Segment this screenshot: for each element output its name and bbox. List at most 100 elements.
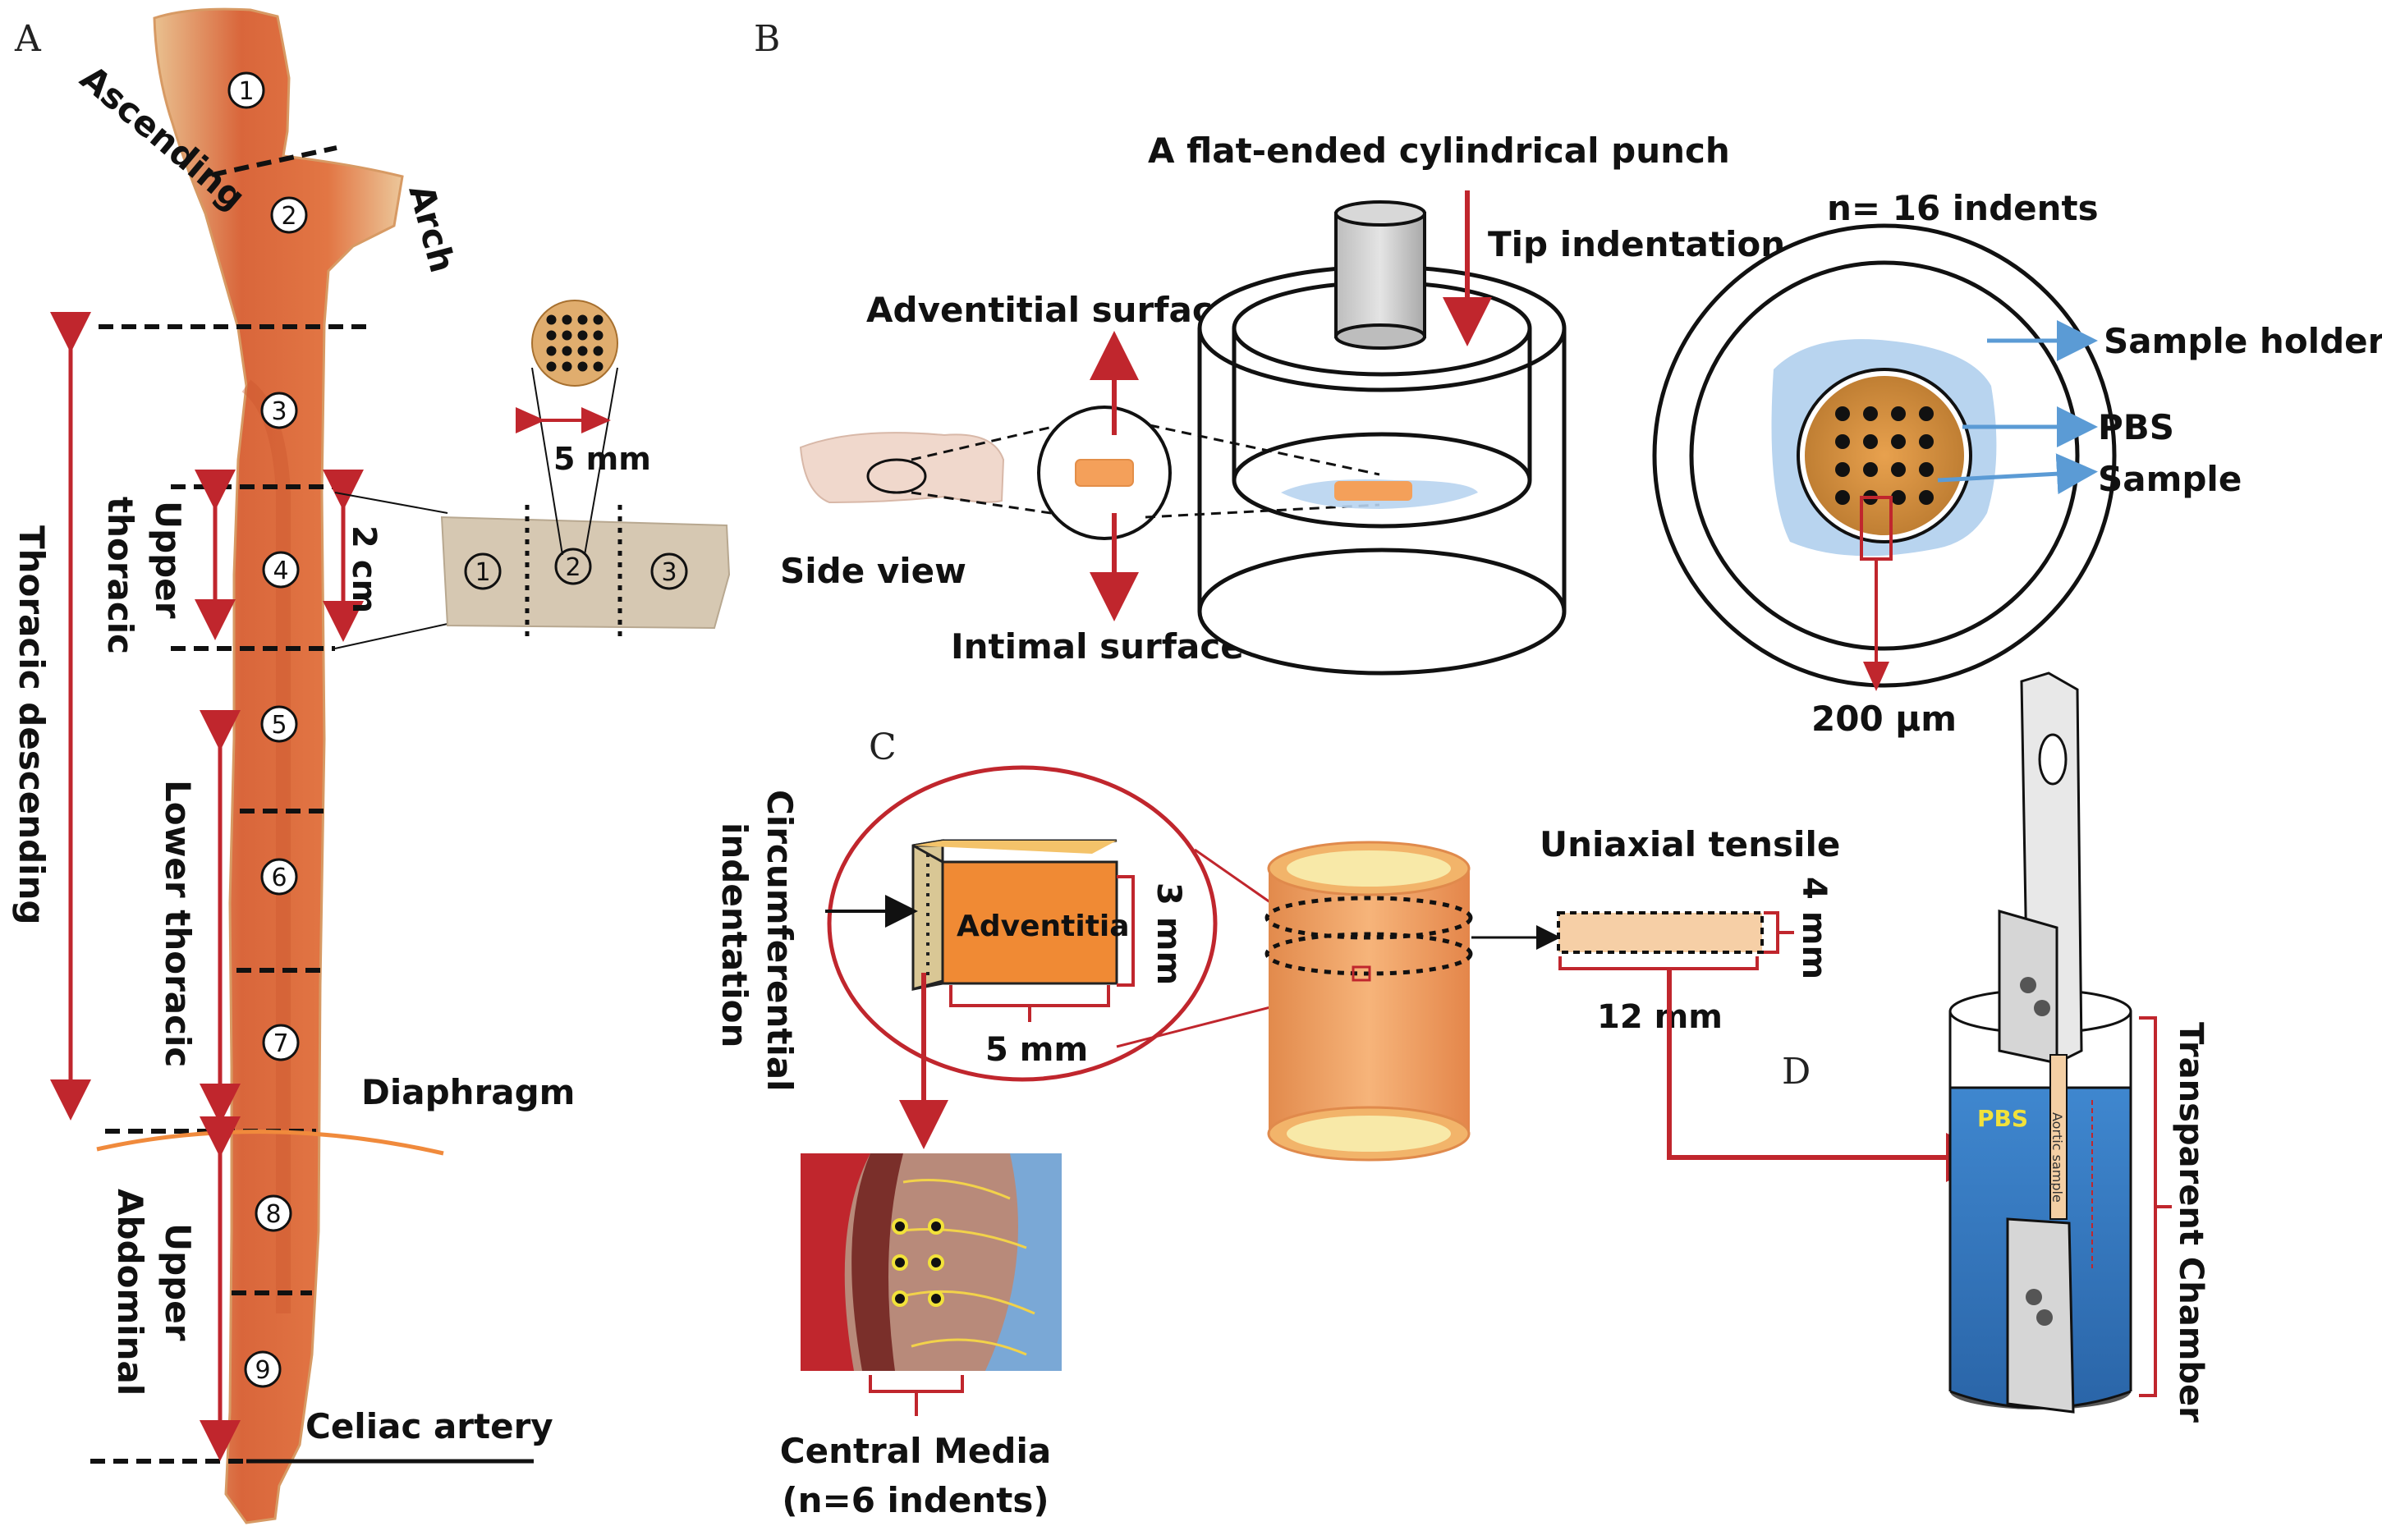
lower-thoracic-label: Lower thoracic <box>158 780 198 1067</box>
svg-text:8: 8 <box>265 1200 281 1229</box>
indent-dot <box>577 314 588 325</box>
strip-marker-3: 3 <box>650 552 688 590</box>
indent-dot <box>892 1290 908 1307</box>
adventitial-surface-label: Adventitial surface <box>866 290 1236 330</box>
segment-marker-3: 3 <box>260 392 298 429</box>
svg-text:1: 1 <box>475 558 490 587</box>
upper-abdominal-label-line2: Abdominal <box>110 1189 150 1396</box>
diaphragm-label: Diaphragm <box>361 1072 575 1112</box>
histology-image <box>801 1153 1062 1371</box>
indent-dot <box>928 1290 944 1307</box>
indent-dot <box>562 346 572 356</box>
celiac-artery-label: Celiac artery <box>305 1406 553 1446</box>
indent-dot <box>1835 490 1850 505</box>
indent-dot <box>593 361 604 372</box>
holder-sample <box>1334 481 1412 501</box>
upper-abdominal-label-line1: Upper <box>158 1223 198 1341</box>
indent-dot <box>1891 490 1906 505</box>
segment-marker-4: 4 <box>262 551 300 589</box>
indent-dot <box>1891 462 1906 477</box>
segment-marker-1: 1 <box>227 71 265 109</box>
aorta-tube <box>1264 841 1473 1162</box>
aorta-segment-numbers: 1 2 3 4 5 6 7 8 9 <box>227 71 308 1388</box>
width-label: 5 mm <box>985 1031 1088 1069</box>
strip-width-label: 4 mm <box>1795 877 1833 979</box>
thoracic-descending-label: Thoracic descending <box>11 525 52 925</box>
upper-grip <box>1998 671 2083 1065</box>
pbs-label: PBS <box>2098 407 2174 447</box>
segment-marker-8: 8 <box>255 1194 292 1232</box>
indent-dot <box>892 1218 908 1235</box>
indent-dot <box>546 361 557 372</box>
disc-line-right <box>584 367 618 556</box>
strip-length-label: 2 cm <box>345 525 383 613</box>
strip-length-bracket <box>1558 956 1759 970</box>
svg-text:6: 6 <box>271 864 287 892</box>
central-media-label-line1: Central Media <box>780 1431 1051 1471</box>
svg-text:1: 1 <box>238 77 254 106</box>
indent-dot <box>1919 462 1934 477</box>
height-label: 3 mm <box>1150 882 1187 985</box>
indent-dot <box>577 330 588 341</box>
circumferential-label-line1: Circumferential <box>760 790 800 1092</box>
media-bracket <box>869 1375 964 1393</box>
indent-dot <box>928 1218 944 1235</box>
sample-disc <box>531 300 618 387</box>
strip-marker-2: 2 <box>554 548 592 585</box>
spacing-label: 200 µm <box>1811 699 1957 739</box>
segment-marker-9: 9 <box>244 1350 282 1388</box>
panel-label-a: A <box>14 18 42 60</box>
indent-dot <box>928 1254 944 1271</box>
indent-dot <box>577 346 588 356</box>
indent-dot <box>577 361 588 372</box>
upper-thoracic-label-line2: thoracic <box>100 497 140 654</box>
arch-label: Arch <box>401 181 462 277</box>
svg-text:9: 9 <box>255 1356 270 1385</box>
chamber-bracket <box>2139 1016 2157 1397</box>
indent-dot <box>1863 462 1878 477</box>
circumferential-label-line2: indentation <box>714 823 755 1047</box>
svg-text:2: 2 <box>281 202 296 231</box>
indent-dot <box>1863 406 1878 421</box>
zoom-line <box>1149 424 1380 476</box>
indent-dot <box>593 314 604 325</box>
strip-width-bracket <box>1764 911 1779 954</box>
indent-dot <box>1919 434 1934 449</box>
zoom-line <box>911 425 1053 461</box>
diaphragm-curve <box>96 1130 444 1156</box>
range-arrows <box>50 312 364 1461</box>
indent-dot <box>562 314 572 325</box>
adventitia-label: Adventitia <box>957 910 1130 943</box>
arrow-icon <box>1937 453 2098 495</box>
zoom-line-top <box>334 492 448 514</box>
segment-marker-5: 5 <box>260 705 298 743</box>
panel-label-d: D <box>1782 1051 1811 1093</box>
strip-marker-1: 1 <box>464 552 502 590</box>
indent-dot <box>1835 406 1850 421</box>
disc-line-left <box>531 367 563 556</box>
svg-text:3: 3 <box>271 397 287 426</box>
disc-diameter-label: 5 mm <box>553 441 651 477</box>
aorta-specimen <box>153 7 404 1524</box>
indent-dot <box>546 346 557 356</box>
panel-label-c: C <box>869 726 897 768</box>
upper-thoracic-label-line1: Upper <box>148 501 188 619</box>
svg-text:5: 5 <box>271 711 287 740</box>
indent-dot <box>1919 490 1934 505</box>
indent-dot <box>1919 406 1934 421</box>
side-view-label: Side view <box>780 551 966 591</box>
adventitia-block <box>911 839 1118 991</box>
indent-dot <box>1891 406 1906 421</box>
segment-marker-6: 6 <box>260 858 298 896</box>
transparent-chamber-label: Transparent Chamber <box>2172 1022 2210 1423</box>
aortic-sample-strip <box>2049 1054 2068 1220</box>
cut-line-ascending-arch <box>211 145 337 177</box>
indent-dot <box>546 330 557 341</box>
indent-dot <box>593 346 604 356</box>
indent-dot <box>593 330 604 341</box>
svg-text:2: 2 <box>565 553 581 582</box>
aortic-sample-label: Aortic sample <box>2049 1112 2065 1203</box>
punch-label: A flat-ended cylindrical punch <box>1148 131 1730 171</box>
sample-label: Sample <box>2098 459 2242 499</box>
indent-dot <box>1891 434 1906 449</box>
